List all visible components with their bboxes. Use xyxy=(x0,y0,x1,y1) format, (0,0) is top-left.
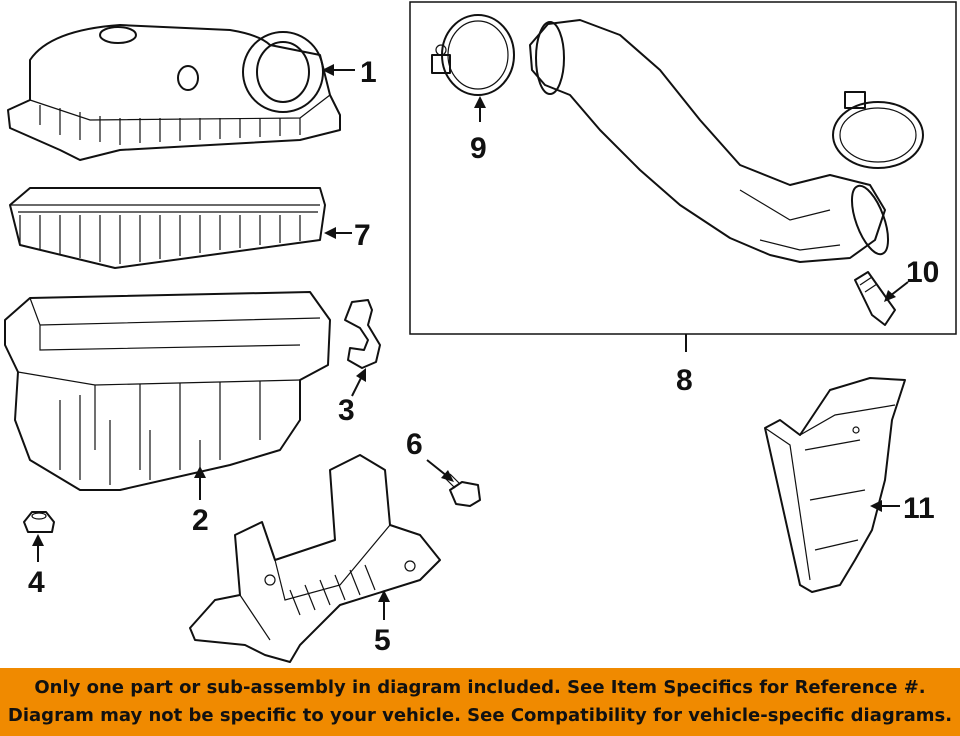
callout-3-label: 3 xyxy=(338,394,355,427)
hose-clamp-right xyxy=(832,91,924,169)
disclaimer-line-2: Diagram may not be specific to your vehi… xyxy=(7,705,953,726)
callout-7: 7 xyxy=(324,219,371,252)
callout-8-label: 8 xyxy=(676,364,693,397)
air-filter-element xyxy=(9,187,326,269)
callout-11: 11 xyxy=(870,492,935,525)
callout-2: 2 xyxy=(192,466,209,537)
callout-10-label: 10 xyxy=(906,256,939,289)
callout-4-label: 4 xyxy=(28,566,45,599)
callout-9-label: 9 xyxy=(470,132,487,165)
callout-2-label: 2 xyxy=(192,504,209,537)
air-cleaner-cover xyxy=(7,24,341,161)
callout-1: 1 xyxy=(322,56,377,89)
callout-7-label: 7 xyxy=(354,219,371,252)
callout-1-label: 1 xyxy=(360,56,377,89)
callout-5: 5 xyxy=(374,590,391,657)
housing-bracket xyxy=(189,454,441,663)
air-duct xyxy=(764,377,906,593)
air-intake-hose xyxy=(529,19,890,263)
callout-4: 4 xyxy=(28,534,45,599)
air-cleaner-housing xyxy=(4,291,331,491)
grommet xyxy=(23,511,55,533)
air-temperature-sensor xyxy=(854,271,896,326)
disclaimer-banner: Only one part or sub-assembly in diagram… xyxy=(0,668,960,736)
assembly-frame xyxy=(409,1,957,335)
callout-6-label: 6 xyxy=(406,428,423,461)
callout-6: 6 xyxy=(406,428,454,482)
callout-9: 9 xyxy=(470,96,487,165)
callout-10: 10 xyxy=(884,256,939,302)
callout-11-label: 11 xyxy=(903,492,935,525)
callout-8: 8 xyxy=(676,334,693,397)
disclaimer-line-1: Only one part or sub-assembly in diagram… xyxy=(34,677,926,698)
callout-5-label: 5 xyxy=(374,624,391,657)
parts-diagram: 1 7 2 3 4 xyxy=(4,1,957,663)
callout-3: 3 xyxy=(338,368,366,427)
hose-clamp-left xyxy=(431,14,515,96)
housing-clip xyxy=(344,299,381,369)
